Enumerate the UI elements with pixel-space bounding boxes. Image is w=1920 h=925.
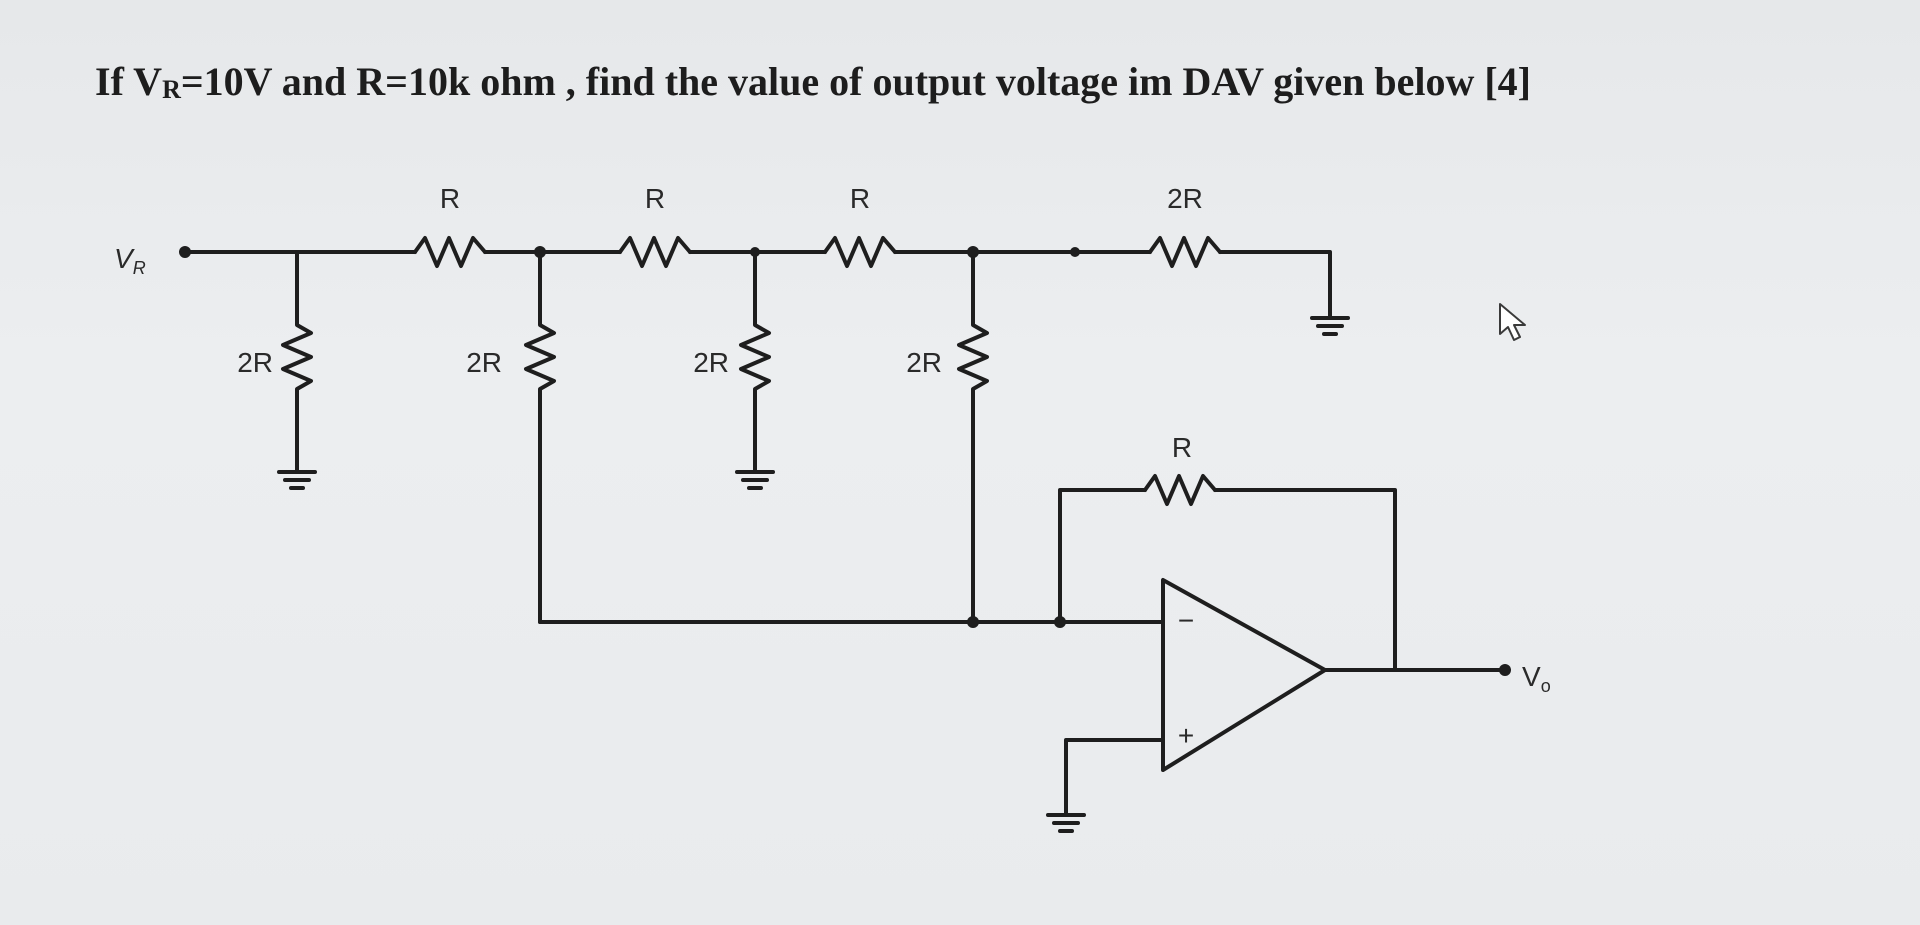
junction-dot <box>967 616 979 628</box>
noninverting-ground-wire <box>1064 738 1165 810</box>
junction-dot <box>534 246 546 258</box>
ground-icon <box>735 458 775 490</box>
resistor-series-3-label: R <box>850 183 870 214</box>
question-subscript: R <box>162 75 181 104</box>
resistor-shunt-4 <box>957 250 989 624</box>
resistor-series-3-zigzag <box>823 236 897 268</box>
opamp-plus-sign: + <box>1178 720 1194 751</box>
resistor-shunt-2-label: 2R <box>466 347 502 378</box>
ground-icon <box>1310 303 1350 336</box>
resistor-series-2-zigzag <box>618 236 692 268</box>
resistor-shunt-1 <box>281 250 313 462</box>
mouse-cursor-icon <box>1499 303 1526 341</box>
resistor-shunt-1-label: 2R <box>237 347 273 378</box>
resistor-series-1-zigzag <box>413 236 487 268</box>
ground-icon <box>1046 806 1086 833</box>
resistor-shunt-4-label: 2R <box>906 347 942 378</box>
junction-dot <box>750 247 760 257</box>
resistor-shunt-3 <box>739 250 771 462</box>
junction-dot <box>1070 247 1080 257</box>
input-terminal-dot <box>179 246 191 258</box>
feedback-wire-left <box>1058 488 1147 624</box>
resistor-series-2-label: R <box>645 183 665 214</box>
wire-terminal-ground <box>1218 250 1332 307</box>
junction-dot <box>1054 616 1066 628</box>
resistor-series-4-zigzag <box>1148 236 1222 268</box>
junction-dot <box>967 246 979 258</box>
question-text: If VR=10V and R=10k ohm , find the value… <box>95 58 1815 105</box>
resistor-shunt-3-label: 2R <box>693 347 729 378</box>
input-voltage-label: VR <box>114 243 146 278</box>
resistor-series-1-label: R <box>440 183 460 214</box>
question-rest: =10V and R=10k ohm , find the value of o… <box>180 59 1531 104</box>
resistor-shunt-2 <box>524 250 556 624</box>
question-prefix: If V <box>95 59 163 104</box>
feedback-resistor-zigzag <box>1143 474 1217 506</box>
feedback-wire-right <box>1213 488 1397 672</box>
ground-icon <box>277 458 317 490</box>
opamp-minus-sign: − <box>1178 605 1194 636</box>
feedback-resistor-label: R <box>1172 432 1192 463</box>
output-voltage-label: Vo <box>1522 661 1551 696</box>
output-terminal-dot <box>1499 664 1511 676</box>
opamp-triangle <box>1161 578 1327 772</box>
resistor-series-4-label: 2R <box>1167 183 1203 214</box>
